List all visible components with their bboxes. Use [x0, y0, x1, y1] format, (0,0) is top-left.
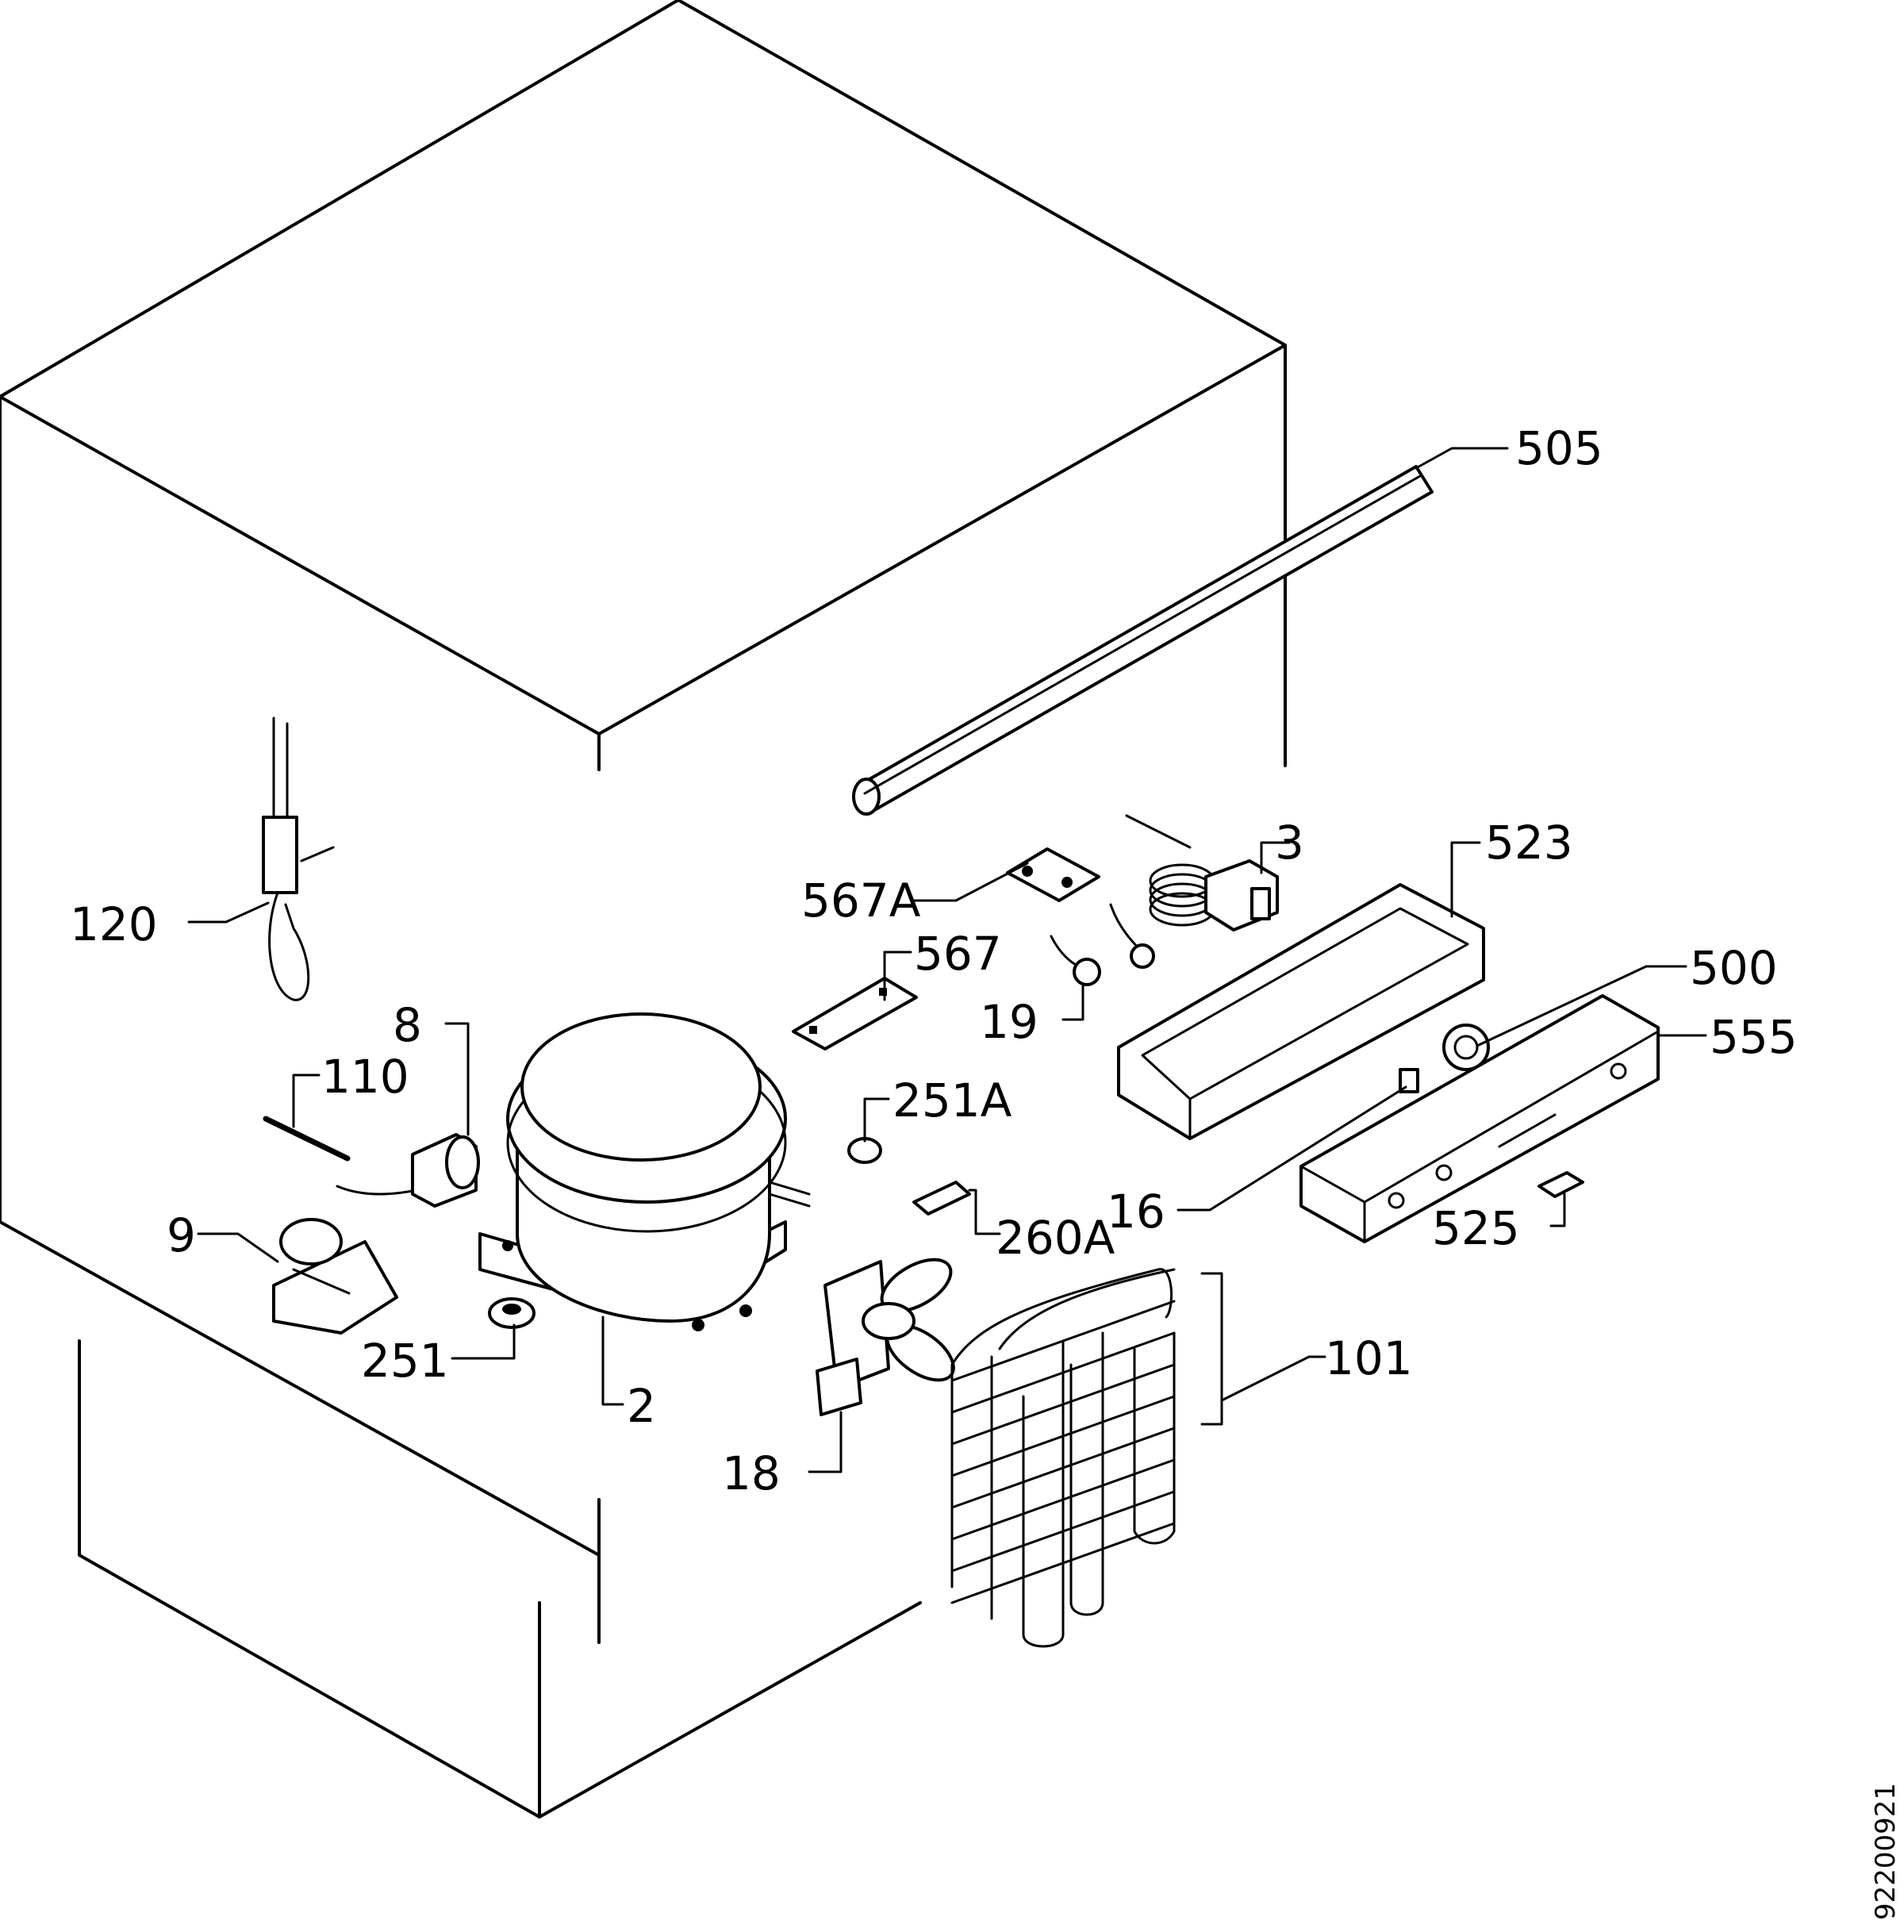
leader-500 — [1476, 965, 1687, 1047]
part-567-plate — [792, 977, 918, 1051]
leader-120 — [187, 901, 270, 924]
part-3-thermostat — [1125, 814, 1279, 931]
part-9-clamp — [272, 1218, 398, 1335]
leader-505 — [1415, 447, 1509, 470]
part-8-relay — [336, 1133, 480, 1208]
callout-260A: 260A — [996, 1211, 1115, 1265]
part-525-clip — [1537, 1171, 1584, 1198]
leader-523 — [1450, 841, 1481, 918]
part-500-knob — [1442, 1024, 1490, 1071]
leader-260A — [968, 1189, 1001, 1235]
callout-16: 16 — [1107, 1185, 1165, 1239]
callout-3: 3 — [1275, 816, 1304, 870]
leader-110 — [292, 1074, 321, 1128]
callout-9: 9 — [167, 1208, 196, 1262]
part-505-tube — [852, 465, 1434, 816]
leader-lines — [187, 447, 1707, 1473]
part-16-connector — [1399, 1068, 1419, 1093]
part-251-grommet — [488, 1297, 536, 1329]
part-120-sensor — [262, 716, 335, 1001]
leader-2 — [601, 1316, 624, 1406]
leader-567 — [883, 951, 912, 1001]
leader-8 — [444, 1022, 470, 1136]
callout-505: 505 — [1515, 421, 1603, 475]
callout-120: 120 — [70, 897, 158, 951]
part-19-lamp-holder — [1050, 903, 1155, 986]
part-18-fan-motor — [816, 1258, 955, 1416]
callout-251A: 251A — [892, 1074, 1012, 1127]
callout-555: 555 — [1710, 1010, 1798, 1064]
leader-251A — [863, 1097, 890, 1143]
part-260A-clip — [912, 1181, 971, 1216]
callout-525: 525 — [1432, 1201, 1520, 1255]
part-101-condenser — [950, 1268, 1176, 1648]
part-110-rod — [263, 1116, 351, 1162]
part-2-compressor — [478, 1012, 811, 1331]
cabinet-outline — [0, 0, 1287, 1819]
callout-251: 251 — [361, 1334, 449, 1388]
leader-525 — [1549, 1193, 1566, 1227]
part-555-bracket — [1299, 994, 1660, 1243]
leader-9 — [197, 1232, 279, 1263]
part-567A-clip — [1006, 847, 1100, 902]
callout-101: 101 — [1325, 1331, 1413, 1385]
leader-101 — [1220, 1355, 1326, 1402]
callout-567A: 567A — [801, 874, 921, 928]
leader-567A — [911, 862, 1029, 902]
leader-19 — [1061, 982, 1084, 1021]
leader-18 — [808, 1411, 843, 1473]
callout-18: 18 — [722, 1446, 781, 1500]
callout-19: 19 — [980, 995, 1038, 1049]
part-523-tray — [1117, 883, 1485, 1140]
leader-101-bracket — [1200, 1272, 1223, 1426]
callout-110: 110 — [321, 1050, 409, 1104]
callout-labels: 505 3 523 567A 567 19 500 555 120 8 110 … — [70, 421, 1798, 1500]
callout-8: 8 — [393, 998, 422, 1052]
callout-567: 567 — [914, 927, 1002, 981]
callout-2: 2 — [627, 1379, 656, 1433]
leader-251 — [451, 1323, 516, 1360]
leader-3 — [1260, 841, 1291, 874]
leader-16 — [1177, 1085, 1407, 1212]
drawing-code: 92200921 — [1870, 1783, 1902, 1920]
callout-523: 523 — [1485, 816, 1573, 870]
callout-500: 500 — [1690, 941, 1778, 995]
